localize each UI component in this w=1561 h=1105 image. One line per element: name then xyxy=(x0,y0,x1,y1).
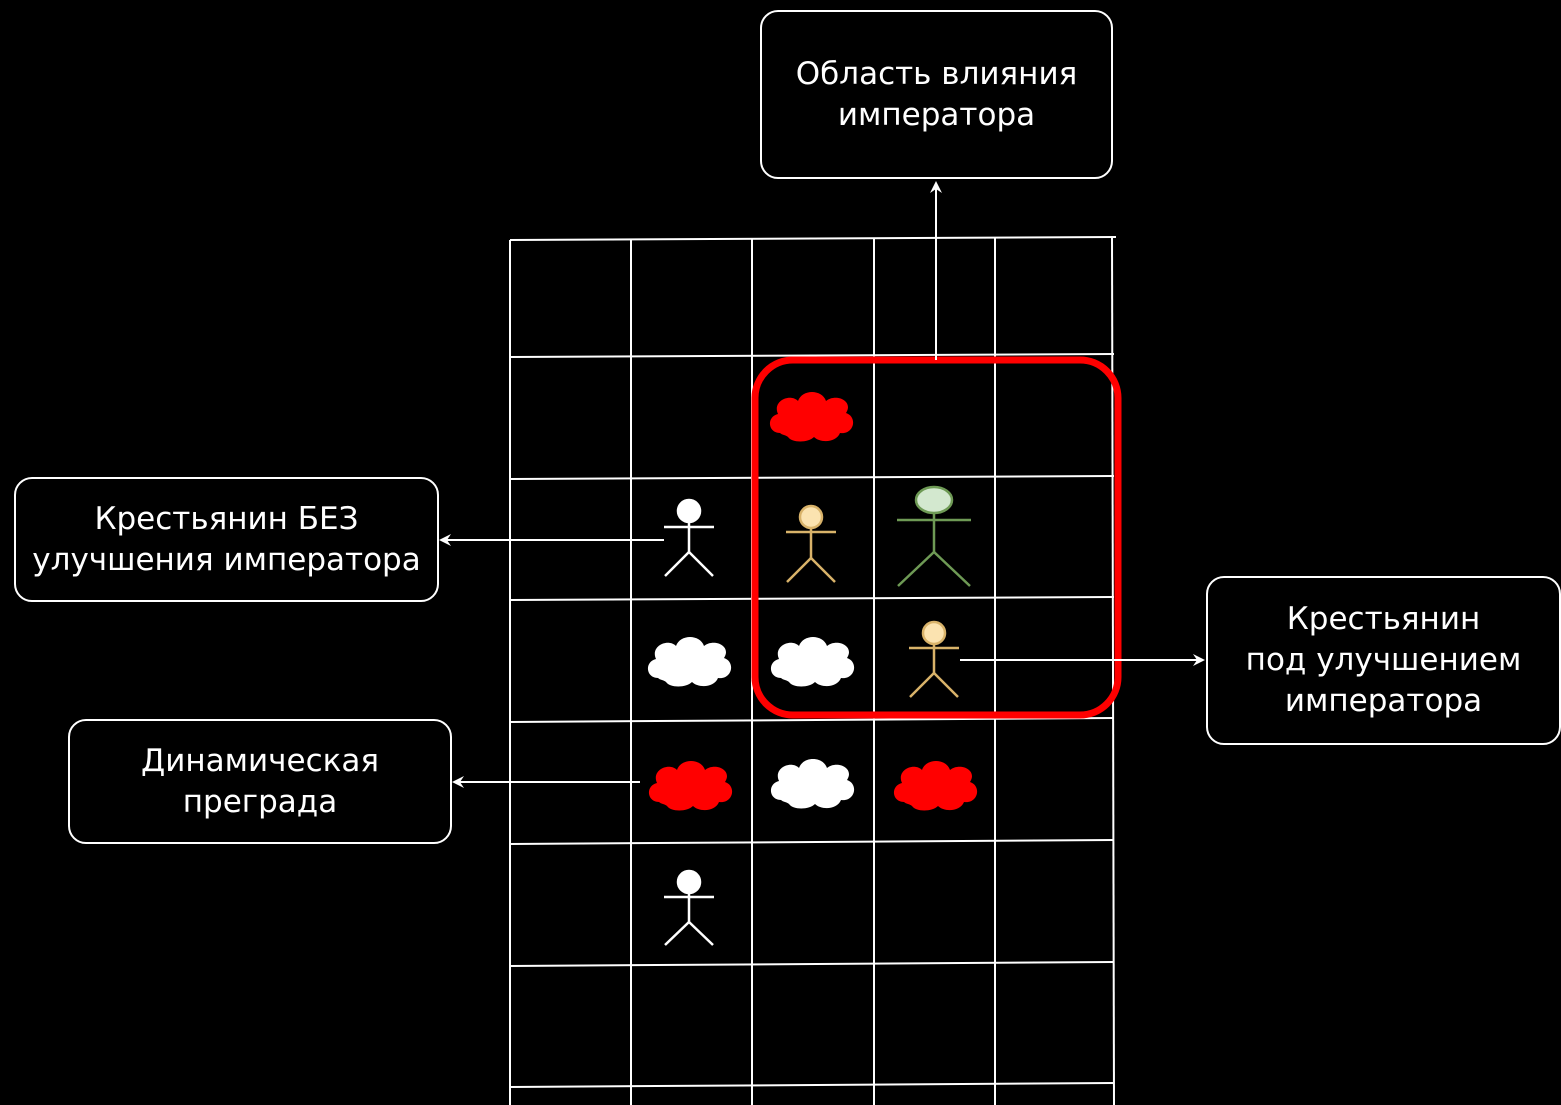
white-obstacle-icon xyxy=(770,759,855,809)
peasant-plain-icon xyxy=(664,869,714,946)
emperor-icon xyxy=(897,485,971,587)
red-obstacle-icon xyxy=(648,761,733,811)
red-obstacle-icon xyxy=(893,761,978,811)
grid xyxy=(509,236,1117,1105)
emperor-area-label: Область влияния императора xyxy=(795,55,1078,133)
peasant-without-label: Крестьянин БЕЗ улучшения императора xyxy=(32,500,421,578)
white-obstacle-icon xyxy=(770,637,855,687)
dynamic-obstacle-label-box: Динамическая преграда xyxy=(68,719,452,844)
dynamic-obstacle-label: Динамическая преграда xyxy=(141,742,379,820)
peasant-boosted-icon xyxy=(786,504,836,583)
red-obstacle-icon xyxy=(769,392,854,442)
obstacles xyxy=(647,392,978,811)
peasant-without-label-box: Крестьянин БЕЗ улучшения императора xyxy=(14,477,439,602)
peasant-boosted-icon xyxy=(909,620,959,698)
peasant-with-label: Крестьянин под улучшением императора xyxy=(1245,601,1522,719)
white-obstacle-icon xyxy=(647,637,732,687)
peasant-plain-icon xyxy=(664,498,714,577)
connectors xyxy=(439,181,1205,788)
emperor-area-label-box: Область влияния императора xyxy=(760,10,1113,179)
peasant-with-label-box: Крестьянин под улучшением императора xyxy=(1206,576,1561,745)
